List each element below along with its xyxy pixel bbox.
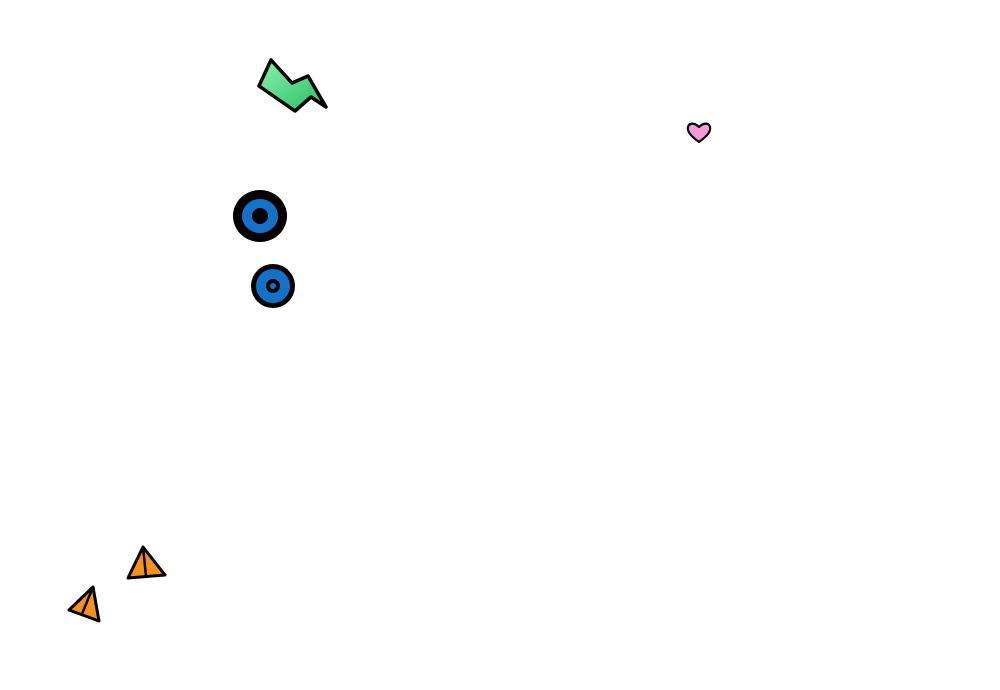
- large-blue-ring-shape: [233, 190, 287, 242]
- pink-heart-shape: [686, 122, 712, 144]
- orange-triangle-shape: [126, 545, 167, 580]
- orange-triangle-shape: [67, 585, 101, 623]
- green-zigzag-shape: [257, 58, 328, 113]
- small-blue-ring-shape: [251, 264, 295, 308]
